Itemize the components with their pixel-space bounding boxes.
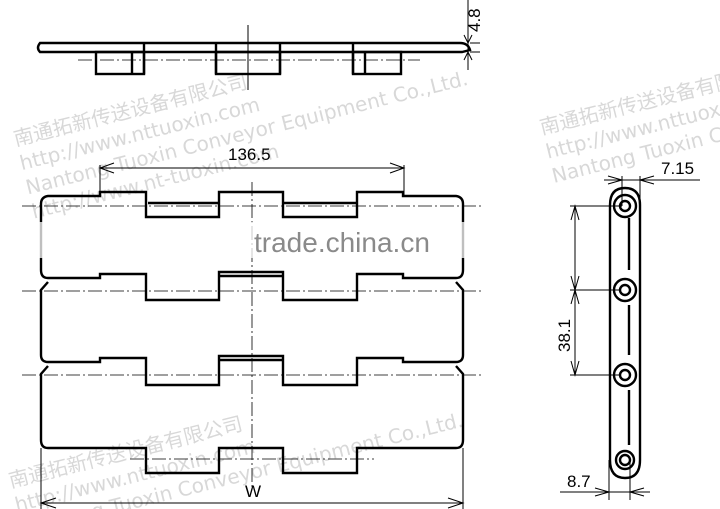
side-view: 7.15 38.1 8.7 <box>555 159 700 500</box>
dim-pitch: 38.1 <box>555 319 574 352</box>
dim-thickness: 4.8 <box>465 8 484 32</box>
site-watermark: trade.china.cn <box>254 227 430 258</box>
dim-side-top: 7.15 <box>661 159 694 178</box>
dim-total-width: W <box>245 482 261 501</box>
dim-side-bottom: 8.7 <box>567 472 591 491</box>
dim-pitch-width: 136.5 <box>228 145 271 164</box>
plan-view: 136.5 W <box>22 145 482 509</box>
edge-view: 4.8 <box>36 0 484 90</box>
